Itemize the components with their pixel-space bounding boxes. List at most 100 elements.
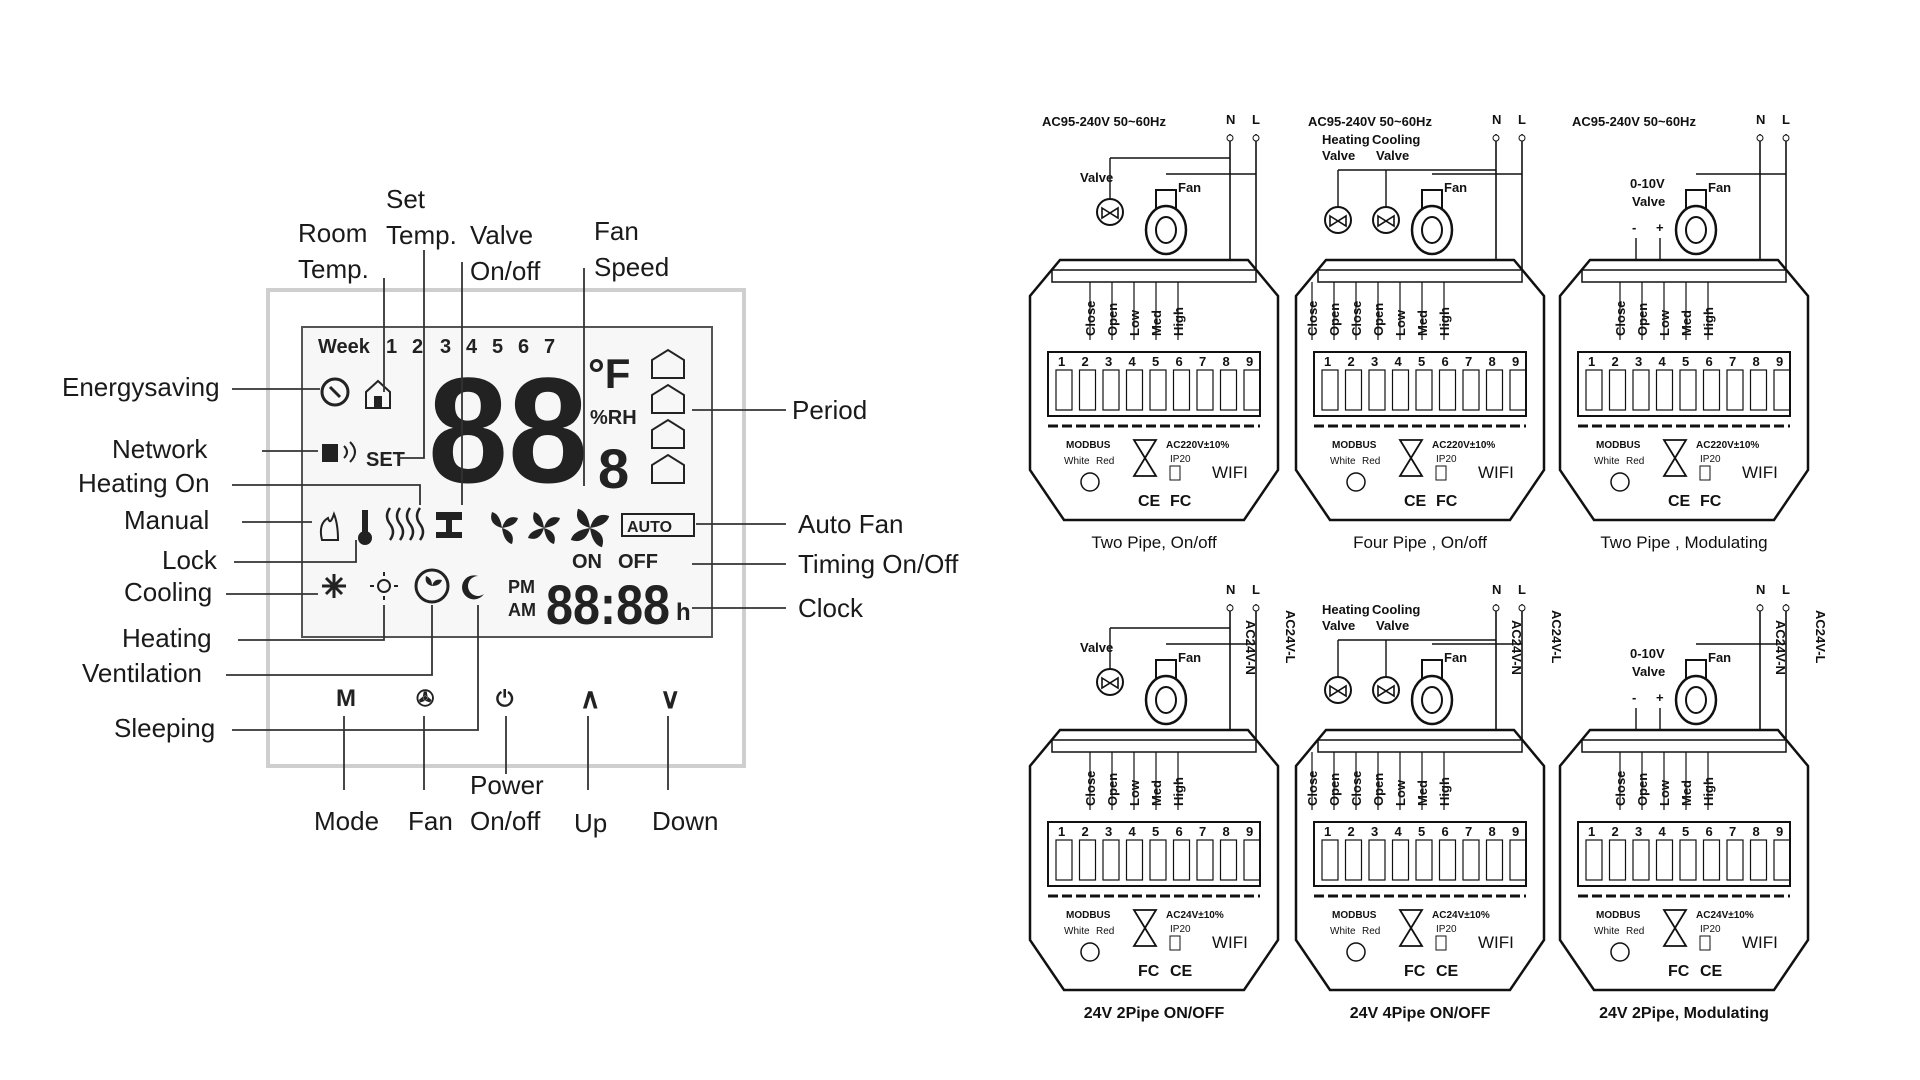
terminal-number: 4: [1395, 354, 1403, 369]
fc-mark: FC: [1404, 963, 1426, 980]
terminal-screw: [1078, 369, 1097, 411]
sleeping-label: Sleeping: [114, 713, 215, 743]
fc-mark: FC: [1138, 963, 1160, 980]
terminal-label: Close: [1349, 771, 1364, 806]
terminal-screw: [1196, 369, 1214, 411]
up-button[interactable]: ∧: [580, 683, 601, 714]
mode-button[interactable]: M: [336, 685, 356, 712]
terminal-screw: [1655, 369, 1674, 411]
fan-label: Fan: [1444, 180, 1467, 195]
terminal-number: 5: [1682, 824, 1689, 839]
valve-icon: [1324, 206, 1352, 234]
fan-med-icon: [528, 512, 560, 544]
wiring-caption: Two Pipe , Modulating: [1600, 533, 1767, 552]
terminal-number: 1: [1588, 354, 1595, 369]
period-1-icon: [651, 348, 685, 379]
lock-label: Lock: [162, 545, 218, 575]
terminal-screw: [1344, 839, 1363, 881]
ce-mark: CE: [1404, 493, 1427, 510]
valve-label-2: On/off: [470, 256, 541, 286]
period-icons: [651, 348, 685, 484]
terminal-number: 7: [1465, 354, 1472, 369]
set-temp-label: Set: [386, 184, 426, 214]
wifi-label: WIFI: [1212, 933, 1248, 952]
power-button[interactable]: ⏻: [496, 686, 514, 711]
sun-icon: [370, 572, 398, 600]
terminal-screw: [1632, 839, 1650, 881]
lcd-am-label: AM: [508, 600, 536, 620]
thermostat-face: Week 1 2 3 4 5 6 7 88 °F %RH 8 SET: [266, 288, 746, 768]
terminal-screw: [1368, 369, 1386, 411]
ip20-label: IP20: [1700, 924, 1721, 935]
energysaving-icon: [320, 377, 350, 407]
terminal-screw: [1078, 839, 1097, 881]
neutral-label: N: [1226, 582, 1235, 597]
lcd-set-label: SET: [366, 449, 405, 471]
cooling-valve-label: Valve: [1376, 618, 1409, 633]
rating-label: AC24V±10%: [1696, 910, 1754, 921]
terminal-screw: [1608, 839, 1627, 881]
plus-label: +: [1656, 220, 1664, 235]
terminal-number: 1: [1588, 824, 1595, 839]
auto-fan-box: [621, 513, 695, 537]
terminal-block: [1313, 351, 1527, 417]
terminal-label: Med: [1149, 310, 1164, 336]
terminal-screw: [1585, 369, 1603, 411]
terminal-block: [1047, 821, 1261, 887]
terminal-screw: [1655, 839, 1674, 881]
supply-voltage-label: AC95-240V 50~60Hz: [1042, 114, 1166, 129]
terminal-screw: [1438, 839, 1457, 881]
terminal-screw: [1219, 839, 1238, 881]
live-label: L: [1782, 112, 1790, 127]
terminal-number: 2: [1348, 354, 1355, 369]
terminal-screw: [1485, 839, 1504, 881]
fc-mark: FC: [1700, 493, 1722, 510]
terminal-label: Low: [1127, 779, 1142, 806]
heating-valve-label: Valve: [1322, 618, 1355, 633]
terminal-label: Close: [1613, 301, 1628, 336]
terminal-dot: [1782, 134, 1790, 142]
ip20-label: IP20: [1436, 454, 1457, 465]
fan-motor-icon: [1144, 674, 1188, 726]
rs485-port-icon: [1610, 472, 1630, 492]
fan-motor-icon: [1674, 204, 1718, 256]
terminal-number: 6: [1706, 824, 1713, 839]
terminal-screw: [1391, 839, 1410, 881]
terminal-label: High: [1171, 777, 1186, 806]
lcd-auto-label: AUTO: [627, 519, 672, 536]
terminal-number: 1: [1058, 824, 1065, 839]
terminal-number: 7: [1729, 824, 1736, 839]
fan-motor-icon: [1144, 204, 1188, 256]
energysaving-label: Energysaving: [62, 372, 220, 402]
terminal-screw: [1726, 369, 1744, 411]
down-button[interactable]: ∨: [660, 683, 681, 714]
lcd-small-digit: 8: [598, 437, 629, 500]
terminal-label: Med: [1149, 780, 1164, 806]
terminal-label: Open: [1635, 303, 1650, 336]
ce-mark: CE: [1170, 963, 1193, 980]
ip20-icon: [1699, 465, 1711, 481]
rating-label: AC220V±10%: [1166, 440, 1229, 451]
analog-valve-label: 0-10V: [1630, 176, 1665, 191]
live-label: L: [1252, 112, 1260, 127]
terminal-number: 7: [1465, 824, 1472, 839]
fan-motor-icon: [1685, 686, 1707, 714]
terminal-dot: [1226, 134, 1234, 142]
body-slot: [1581, 739, 1787, 753]
rs485-port-icon: [1080, 942, 1100, 962]
terminal-number: 5: [1152, 824, 1159, 839]
terminal-number: 7: [1199, 354, 1206, 369]
modbus-label: MODBUS: [1596, 910, 1641, 921]
fan-button[interactable]: ✇: [416, 686, 434, 711]
terminal-screw: [1055, 839, 1073, 881]
valve-icon: [1096, 668, 1124, 696]
lcd-pm-label: PM: [508, 577, 535, 597]
terminal-label: Low: [1657, 779, 1672, 806]
valve-icon: [1377, 684, 1395, 698]
lcd-on-label: ON: [572, 551, 602, 573]
terminal-number: 8: [1223, 354, 1230, 369]
ip20-icon: [1699, 935, 1711, 951]
